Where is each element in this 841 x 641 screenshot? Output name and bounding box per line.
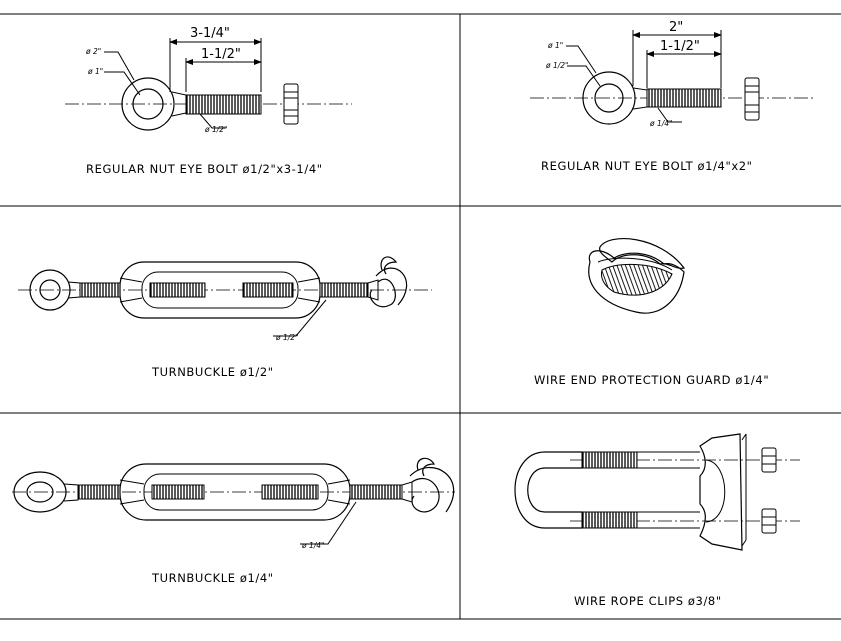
p5-label-thread-dia: ø 1/4": [301, 541, 325, 550]
p2-label-inner-dia: ø 1/2": [545, 61, 569, 70]
p1-dim-thread: 1-1/2": [201, 47, 241, 62]
p6-caption: WIRE ROPE CLIPS ø3/8": [574, 594, 722, 608]
grid-frame: [0, 13, 841, 620]
p2-label-outer-dia: ø 1": [547, 41, 563, 50]
p2-dim-overall: 2": [669, 20, 683, 35]
wire-rope-clip-drawing: [514, 433, 800, 551]
p4-caption: WIRE END PROTECTION GUARD ø1/4": [534, 373, 769, 387]
turnbuckle-small-drawing: [12, 457, 455, 545]
wire-guard-drawing: [588, 238, 686, 314]
p1-label-thread-dia: ø 1/2": [204, 125, 228, 134]
p1-caption: REGULAR NUT EYE BOLT ø1/2"x3-1/4": [86, 162, 323, 176]
p1-dim-overall: 3-1/4": [190, 26, 230, 41]
p3-label-thread-dia: ø 1/2": [275, 333, 299, 342]
p1-label-inner-dia: ø 1": [87, 67, 103, 76]
p3-caption: TURNBUCKLE ø1/2": [151, 365, 274, 379]
turnbuckle-large-drawing: [18, 256, 432, 337]
p5-caption: TURNBUCKLE ø1/4": [151, 571, 274, 585]
eye-bolt-large-drawing: [65, 38, 352, 131]
p2-caption: REGULAR NUT EYE BOLT ø1/4"x2": [541, 159, 753, 173]
p2-dim-thread: 1-1/2": [660, 39, 700, 54]
p1-label-outer-dia: ø 2": [85, 47, 101, 56]
p2-label-thread-dia: ø 1/4": [649, 119, 673, 128]
eye-bolt-small-drawing: [530, 30, 815, 125]
